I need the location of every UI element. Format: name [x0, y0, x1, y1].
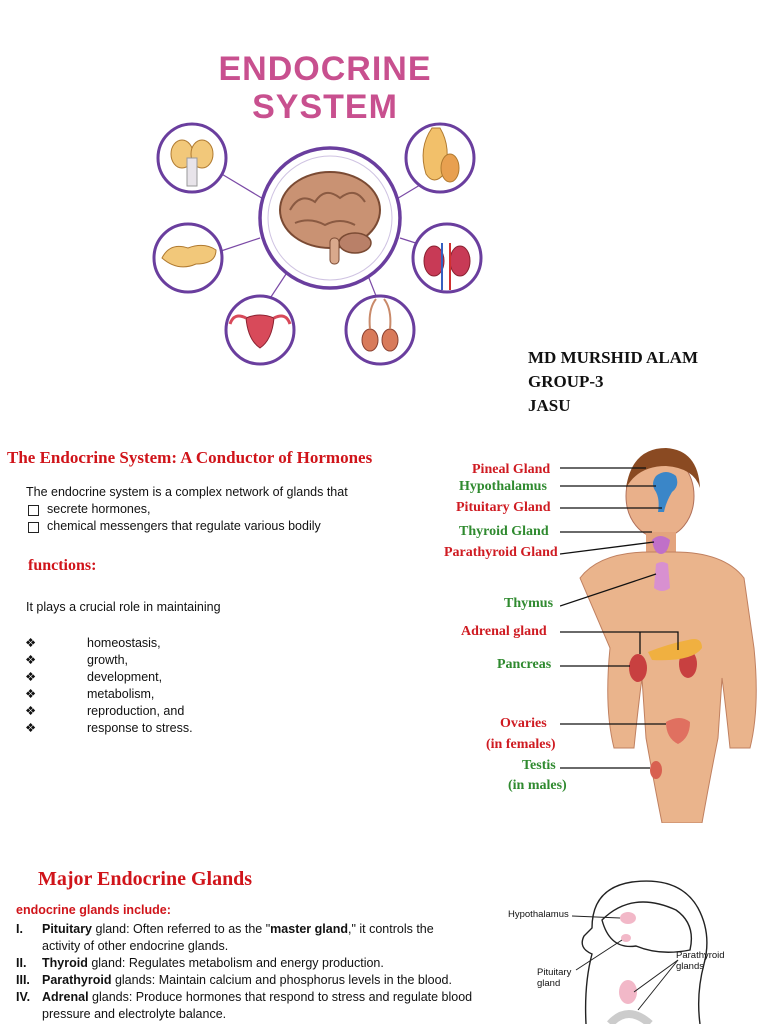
- list-item-text: growth,: [87, 653, 128, 667]
- gland-name: Adrenal: [42, 990, 89, 1004]
- list-number: I.: [16, 922, 23, 936]
- list-item-text: metabolism,: [87, 687, 155, 701]
- list-item: I. Pituitary gland: Often referred to as…: [16, 921, 496, 955]
- diamond-bullet-icon: ❖: [25, 670, 37, 684]
- thyroid-icon: [156, 122, 228, 194]
- list-item: ❖ metabolism,: [25, 686, 325, 703]
- list-item: ❖ homeostasis,: [25, 635, 325, 652]
- gland-name: Thyroid: [42, 956, 88, 970]
- author-name: MD MURSHID ALAM: [528, 348, 698, 367]
- list-item-text: response to stress.: [87, 721, 193, 735]
- list-item-text: reproduction, and: [87, 704, 185, 718]
- label-thymus: Thymus: [504, 596, 554, 611]
- check-item: chemical messengers that regulate variou…: [26, 518, 426, 535]
- check-item: secrete hormones,: [26, 501, 426, 518]
- author-block: MD MURSHID ALAM GROUP-3 JASU: [528, 346, 698, 418]
- thyroid-gland-marker: [652, 536, 670, 554]
- checkbox-icon: [28, 522, 39, 533]
- label-pineal-gland: Pineal Gland: [472, 462, 551, 477]
- list-item-text: Thyroid gland: Regulates metabolism and …: [42, 956, 384, 970]
- list-item-text: Parathyroid glands: Maintain calcium and…: [42, 973, 452, 987]
- label-ovaries: Ovaries: [500, 716, 547, 731]
- list-item: ❖ development,: [25, 669, 325, 686]
- diamond-bullet-icon: ❖: [25, 636, 37, 650]
- list-number: III.: [16, 973, 30, 987]
- intro-paragraph: The endocrine system is a complex networ…: [26, 485, 348, 499]
- diamond-bullet-icon: ❖: [25, 704, 37, 718]
- list-item: III. Parathyroid glands: Maintain calciu…: [16, 972, 496, 989]
- author-group: GROUP-3: [528, 372, 604, 391]
- list-item: II. Thyroid gland: Regulates metabolism …: [16, 955, 496, 972]
- pituitary-marker: [621, 934, 631, 942]
- diamond-bullet-icon: ❖: [25, 653, 37, 667]
- brain-icon: [258, 146, 402, 290]
- list-item-text: development,: [87, 670, 163, 684]
- list-item: ❖ response to stress.: [25, 720, 325, 737]
- label-parathyroid-gland: Parathyroid Gland: [444, 545, 558, 560]
- list-item: ❖ growth,: [25, 652, 325, 669]
- label-pancreas: Pancreas: [497, 657, 552, 672]
- uterus-icon: [224, 294, 296, 366]
- label-hypothalamus: Hypothalamus: [459, 479, 547, 494]
- head-sagittal-illustration: [571, 880, 708, 1024]
- kidney-marker: [629, 654, 647, 682]
- check-item-text: secrete hormones,: [47, 502, 151, 516]
- role-text: It plays a crucial role in maintaining: [26, 600, 221, 614]
- label-testis: Testis: [522, 758, 556, 773]
- list-item-text: homeostasis,: [87, 636, 161, 650]
- intro-heading: The Endocrine System: A Conductor of Hor…: [7, 448, 373, 467]
- hypothalamus-marker: [620, 912, 636, 924]
- human-body-illustration: [560, 448, 757, 823]
- head-label-parathyroid-line1: Parathyroid: [676, 950, 725, 961]
- testis-marker: [650, 761, 662, 779]
- label-thyroid-gland: Thyroid Gland: [459, 524, 549, 539]
- kidney-icon: [411, 222, 483, 294]
- cover-title-line1: ENDOCRINE: [218, 50, 432, 88]
- list-item-text: Adrenal glands: Produce hormones that re…: [42, 990, 473, 1021]
- thymus-marker: [654, 562, 670, 591]
- head-label-pituitary-line1: Pituitary: [537, 967, 572, 978]
- diamond-bullet-icon: ❖: [25, 721, 37, 735]
- list-item: ❖ reproduction, and: [25, 703, 325, 720]
- testes-icon: [344, 294, 416, 366]
- list-item: IV. Adrenal glands: Produce hormones tha…: [16, 989, 496, 1023]
- intro-paragraph-block: The endocrine system is a complex networ…: [26, 484, 426, 535]
- list-item-text: Pituitary gland: Often referred to as th…: [42, 922, 434, 953]
- author-institution: JASU: [528, 396, 571, 415]
- brain-gland-icon: [653, 472, 678, 512]
- cover-title-line2: SYSTEM: [252, 88, 398, 126]
- major-heading: Major Endocrine Glands: [38, 868, 253, 890]
- label-adrenal-gland: Adrenal gland: [461, 624, 547, 639]
- major-subheading: endocrine glands include:: [16, 903, 171, 917]
- head-label-pituitary-line2: gland: [537, 978, 561, 989]
- list-number: II.: [16, 956, 27, 970]
- checkbox-icon: [28, 505, 39, 516]
- functions-heading: functions:: [28, 557, 97, 574]
- list-number: IV.: [16, 990, 31, 1004]
- head-label-parathyroid-line2: glands: [676, 961, 704, 972]
- cover-title: ENDOCRINE SYSTEM: [160, 50, 490, 126]
- thyroid-marker: [619, 980, 637, 1004]
- label-testis-note: (in males): [508, 778, 567, 793]
- pancreas-icon: [152, 222, 224, 294]
- function-bullet-list: ❖ homeostasis, ❖ growth, ❖ development, ❖ me…: [25, 635, 325, 737]
- gland-list: I. Pituitary gland: Often referred to as…: [16, 921, 496, 1023]
- gland-name: Pituitary: [42, 922, 93, 936]
- check-item-text: chemical messengers that regulate variou…: [47, 519, 321, 533]
- pancreas-marker: [648, 639, 702, 661]
- gland-name: Parathyroid: [42, 973, 112, 987]
- adrenal-icon: [404, 122, 476, 194]
- diamond-bullet-icon: ❖: [25, 687, 37, 701]
- organ-wheel-illustration: [152, 122, 483, 366]
- head-label-hypothalamus: Hypothalamus: [508, 909, 569, 920]
- ovaries-marker: [666, 718, 690, 744]
- label-ovaries-note: (in females): [486, 737, 556, 752]
- label-pituitary-gland: Pituitary Gland: [456, 500, 551, 515]
